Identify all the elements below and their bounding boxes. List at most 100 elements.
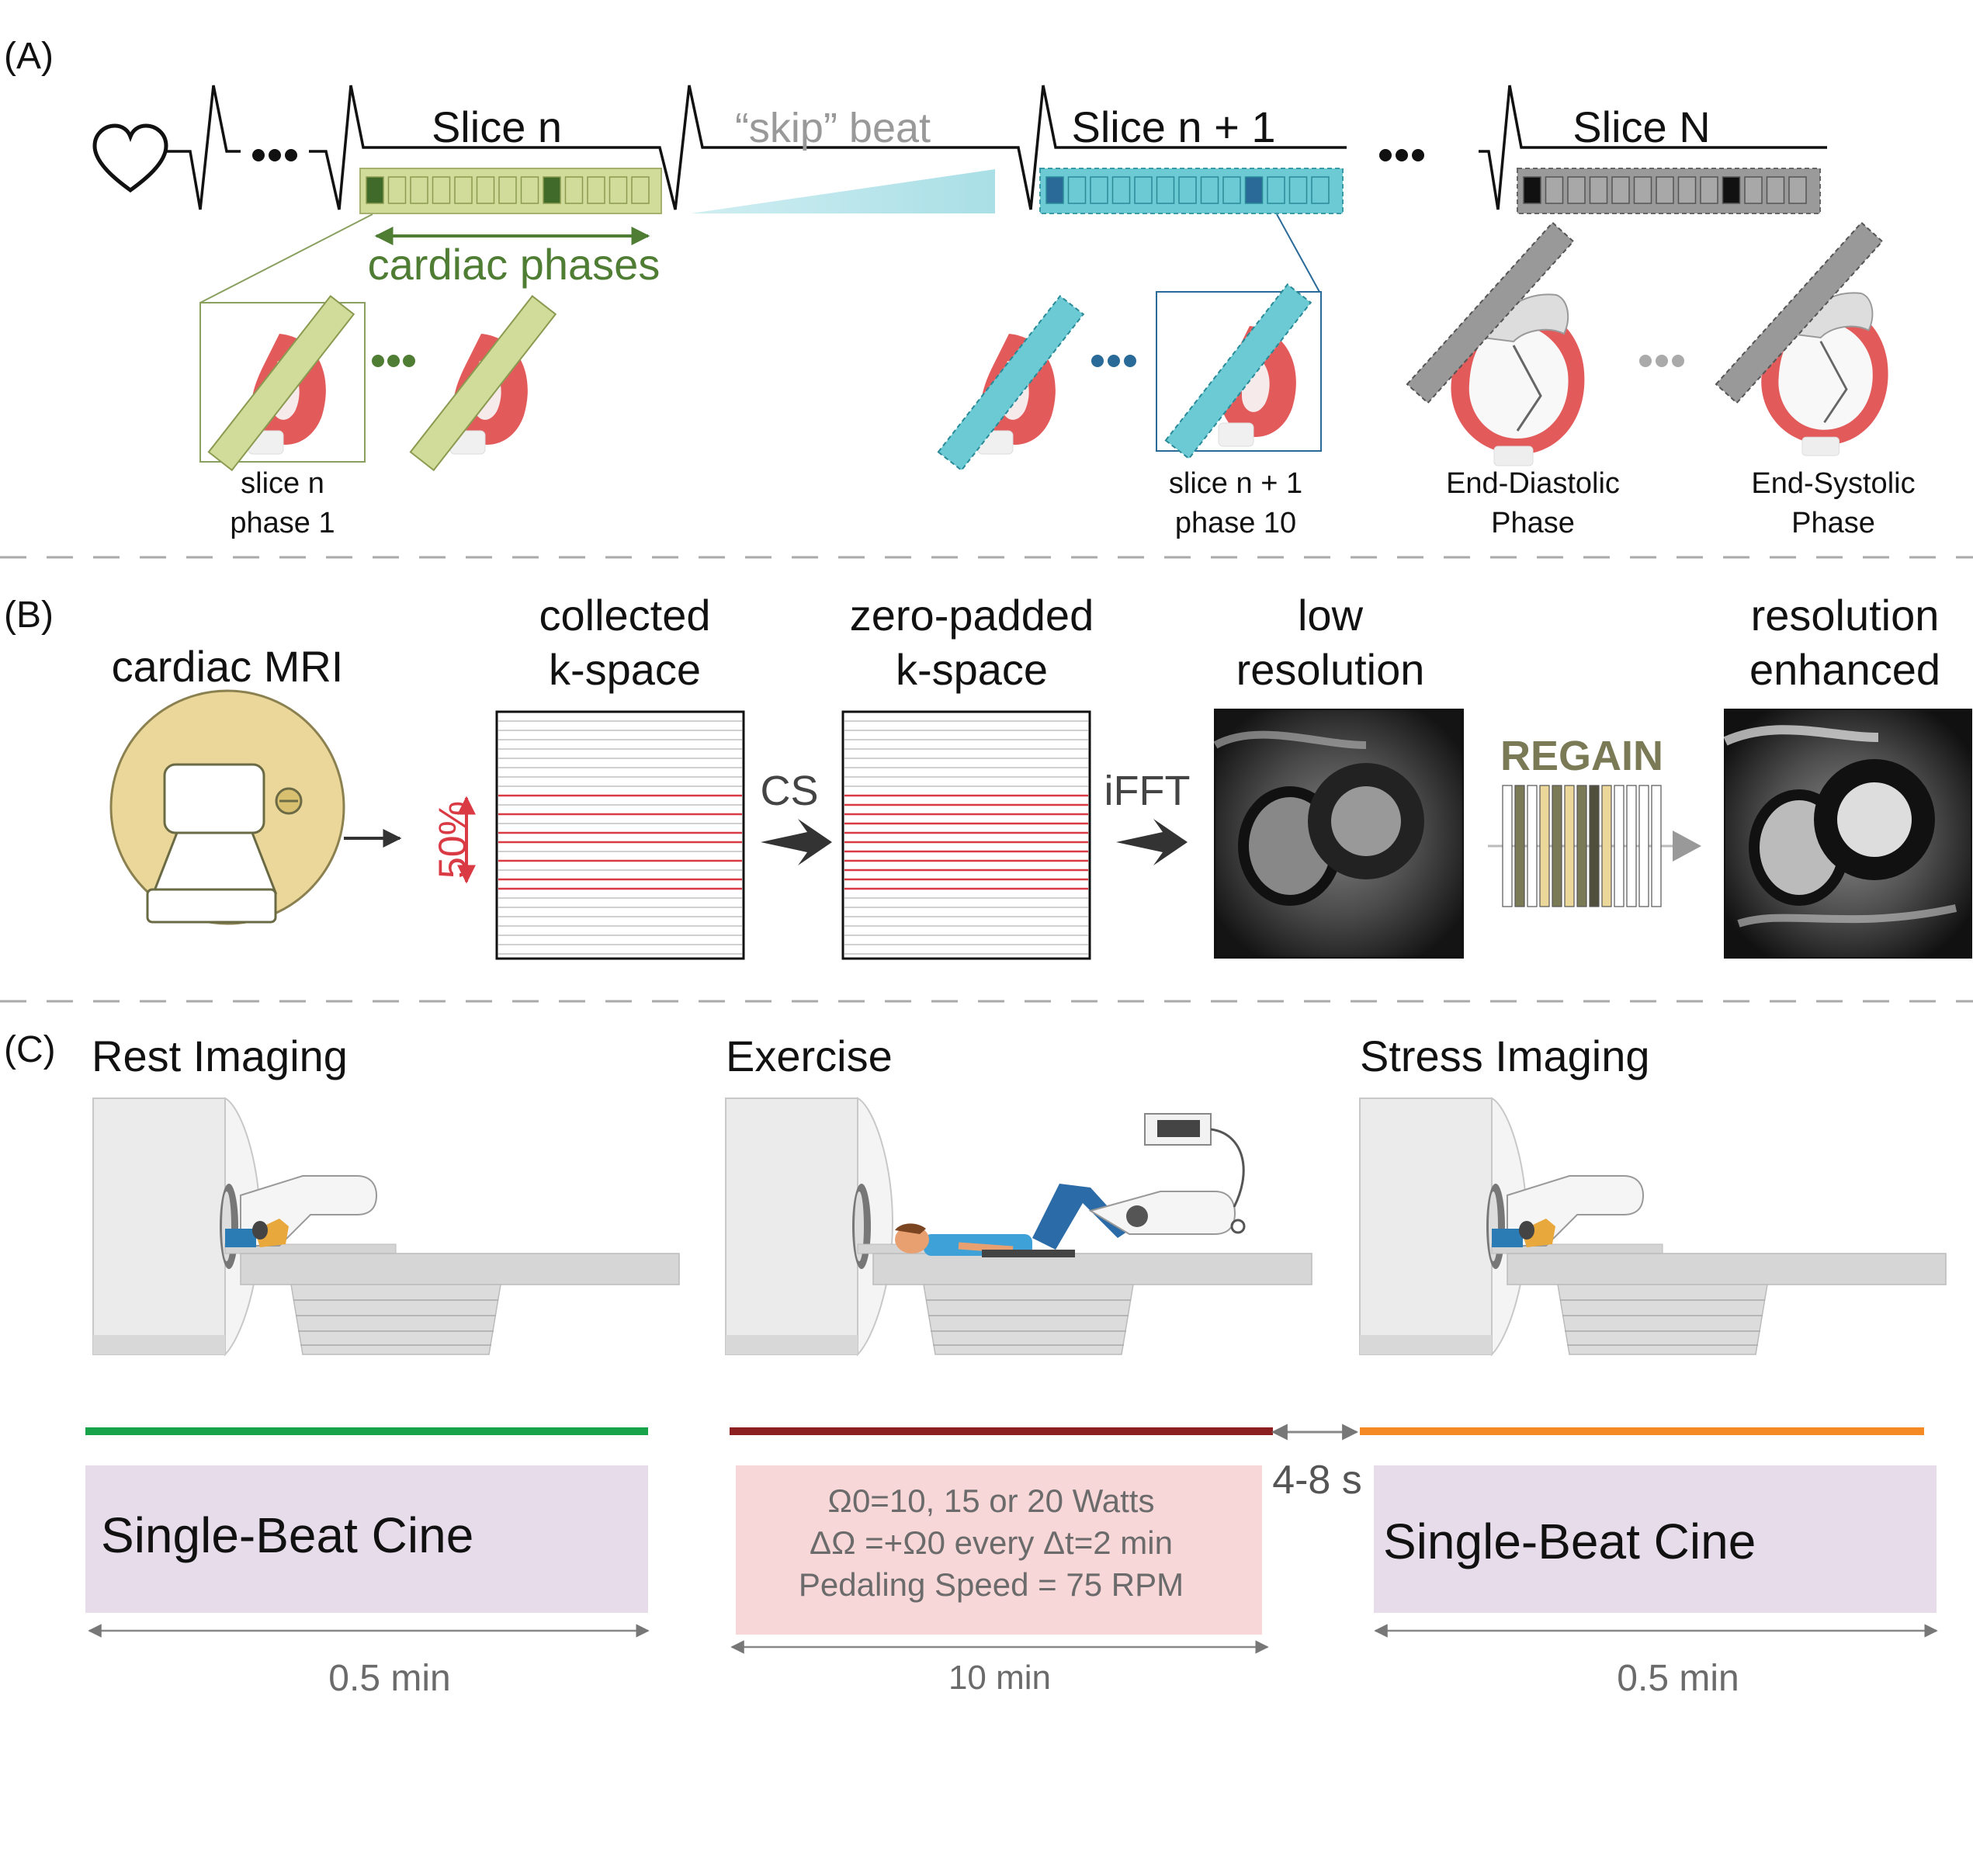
arrow-right-icon	[1673, 831, 1701, 862]
network-layer	[1638, 785, 1649, 907]
zero-padded-subtitle: k-space	[896, 645, 1048, 694]
collected-kspace-subtitle: k-space	[549, 645, 701, 694]
phase-cells	[366, 176, 650, 204]
rest-protocol-box	[85, 1465, 648, 1613]
panel-b: (B) cardiac MRI collected k-space 50% CS…	[4, 591, 1972, 960]
phase-cell	[1545, 176, 1564, 204]
low-res-subtitle: resolution	[1236, 645, 1425, 694]
regain-label: REGAIN	[1500, 733, 1663, 779]
heart-outline-icon	[92, 123, 168, 193]
end-diastolic-heart	[1406, 221, 1586, 467]
skip-beat-wedge	[691, 169, 995, 213]
phase-cell	[498, 176, 517, 204]
caption-end-diastolic: End-Diastolic	[1446, 467, 1620, 500]
zero-padded-title: zero-padded	[850, 591, 1094, 640]
ellipsis-icon	[1091, 355, 1136, 367]
network-layer	[1552, 785, 1562, 907]
phase-cell	[587, 176, 605, 204]
phase-cell	[543, 176, 561, 204]
skip-beat-label: “skip” beat	[735, 105, 931, 151]
network-layer	[1651, 785, 1662, 907]
low-res-image	[1213, 709, 1464, 959]
phase-cell	[432, 176, 451, 204]
zoom-line	[1276, 213, 1320, 293]
cardiac-phases-label: cardiac phases	[368, 240, 661, 289]
ellipsis-icon	[1379, 149, 1424, 161]
mri-scanner-stress	[1359, 1098, 1947, 1355]
mri-scanner-rest	[92, 1098, 680, 1355]
cs-label: CS	[760, 768, 818, 814]
caption-phase: Phase	[1491, 507, 1575, 539]
ecg-trace-icon	[1479, 85, 1827, 210]
phase-cell	[520, 176, 539, 204]
phase-cell	[1656, 176, 1674, 204]
network-layer	[1502, 785, 1513, 907]
phase-cell	[454, 176, 473, 204]
mri-scanner-exercise	[725, 1098, 1312, 1355]
enhanced-subtitle: enhanced	[1749, 645, 1940, 694]
bicycle-ergometer-icon	[1088, 1191, 1236, 1235]
phase-cell	[1244, 176, 1264, 204]
caption-end-systolic: End-Systolic	[1751, 467, 1915, 500]
phase-cell	[1722, 176, 1741, 204]
slice-n-title: Slice n	[432, 102, 562, 151]
caption-slice-n1: slice n + 1	[1169, 467, 1302, 500]
panel-c-label: (C)	[4, 1029, 56, 1070]
phase-cell	[1589, 176, 1608, 204]
phase-cell	[1045, 176, 1064, 204]
gap-label: 4-8 s	[1272, 1458, 1362, 1503]
phase-cell	[476, 176, 495, 204]
enhanced-title: resolution	[1751, 591, 1940, 640]
panel-a-label: (A)	[4, 36, 54, 77]
slice-N-title: Slice N	[1573, 102, 1710, 151]
phase-cell	[1090, 176, 1108, 204]
caption-phase-1: phase 1	[230, 507, 335, 539]
exercise-protocol-box	[736, 1465, 1262, 1635]
phase-cell	[1744, 176, 1763, 204]
zero-padded-kspace-grid	[841, 710, 1091, 960]
caption-phase: Phase	[1791, 507, 1875, 539]
cardiac-mri-title: cardiac MRI	[112, 642, 344, 691]
phase-cell	[1523, 176, 1541, 204]
exercise-duration-label: 10 min	[948, 1659, 1051, 1697]
slice-n-phase1-image	[199, 295, 366, 472]
ecg-trace-icon	[166, 85, 241, 210]
phase-bar-slice-N	[1517, 168, 1821, 214]
exercise-protocol-line2: ΔΩ =+Ω0 every Δt=2 min	[810, 1524, 1173, 1561]
phase-cell	[1111, 176, 1131, 204]
phase-cell	[1222, 176, 1241, 204]
phase-cell	[1677, 176, 1697, 204]
ellipsis-icon	[1639, 355, 1684, 367]
slice-n1-title: Slice n + 1	[1071, 102, 1275, 151]
slice-n1-phase10-image	[1156, 283, 1322, 460]
heart-slice-icon	[409, 295, 557, 472]
phase-cells	[1045, 176, 1330, 204]
phase-cell	[1267, 176, 1285, 204]
phase-cell	[1156, 176, 1175, 204]
caption-slice-n: slice n	[241, 467, 324, 500]
fifty-percent-label: 50%	[431, 801, 474, 879]
phase-cell	[1567, 176, 1586, 204]
phase-cell	[1067, 176, 1087, 204]
network-layer	[1626, 785, 1637, 907]
network-layer	[1576, 785, 1587, 907]
phase-cell	[1633, 176, 1652, 204]
phase-cell	[1788, 176, 1807, 204]
phase-cell	[366, 176, 384, 204]
zoom-line	[199, 213, 373, 303]
exercise-protocol-line3: Pedaling Speed = 75 RPM	[799, 1566, 1184, 1603]
phase-cell	[631, 176, 650, 204]
arrow-right-icon	[1116, 819, 1188, 865]
exercise-title: Exercise	[726, 1032, 893, 1080]
arrow-right-icon	[761, 819, 832, 865]
network-layer	[1614, 785, 1625, 907]
phase-cell	[387, 176, 407, 204]
stress-protocol-text: Single-Beat Cine	[1383, 1514, 1756, 1569]
mri-scanner-icon	[109, 689, 345, 925]
exercise-timeline-bar	[730, 1427, 1273, 1435]
heart-slice-icon	[937, 295, 1085, 472]
phase-cell	[1700, 176, 1718, 204]
collected-kspace-grid	[495, 710, 745, 960]
phase-bar-slice-n	[359, 168, 662, 214]
